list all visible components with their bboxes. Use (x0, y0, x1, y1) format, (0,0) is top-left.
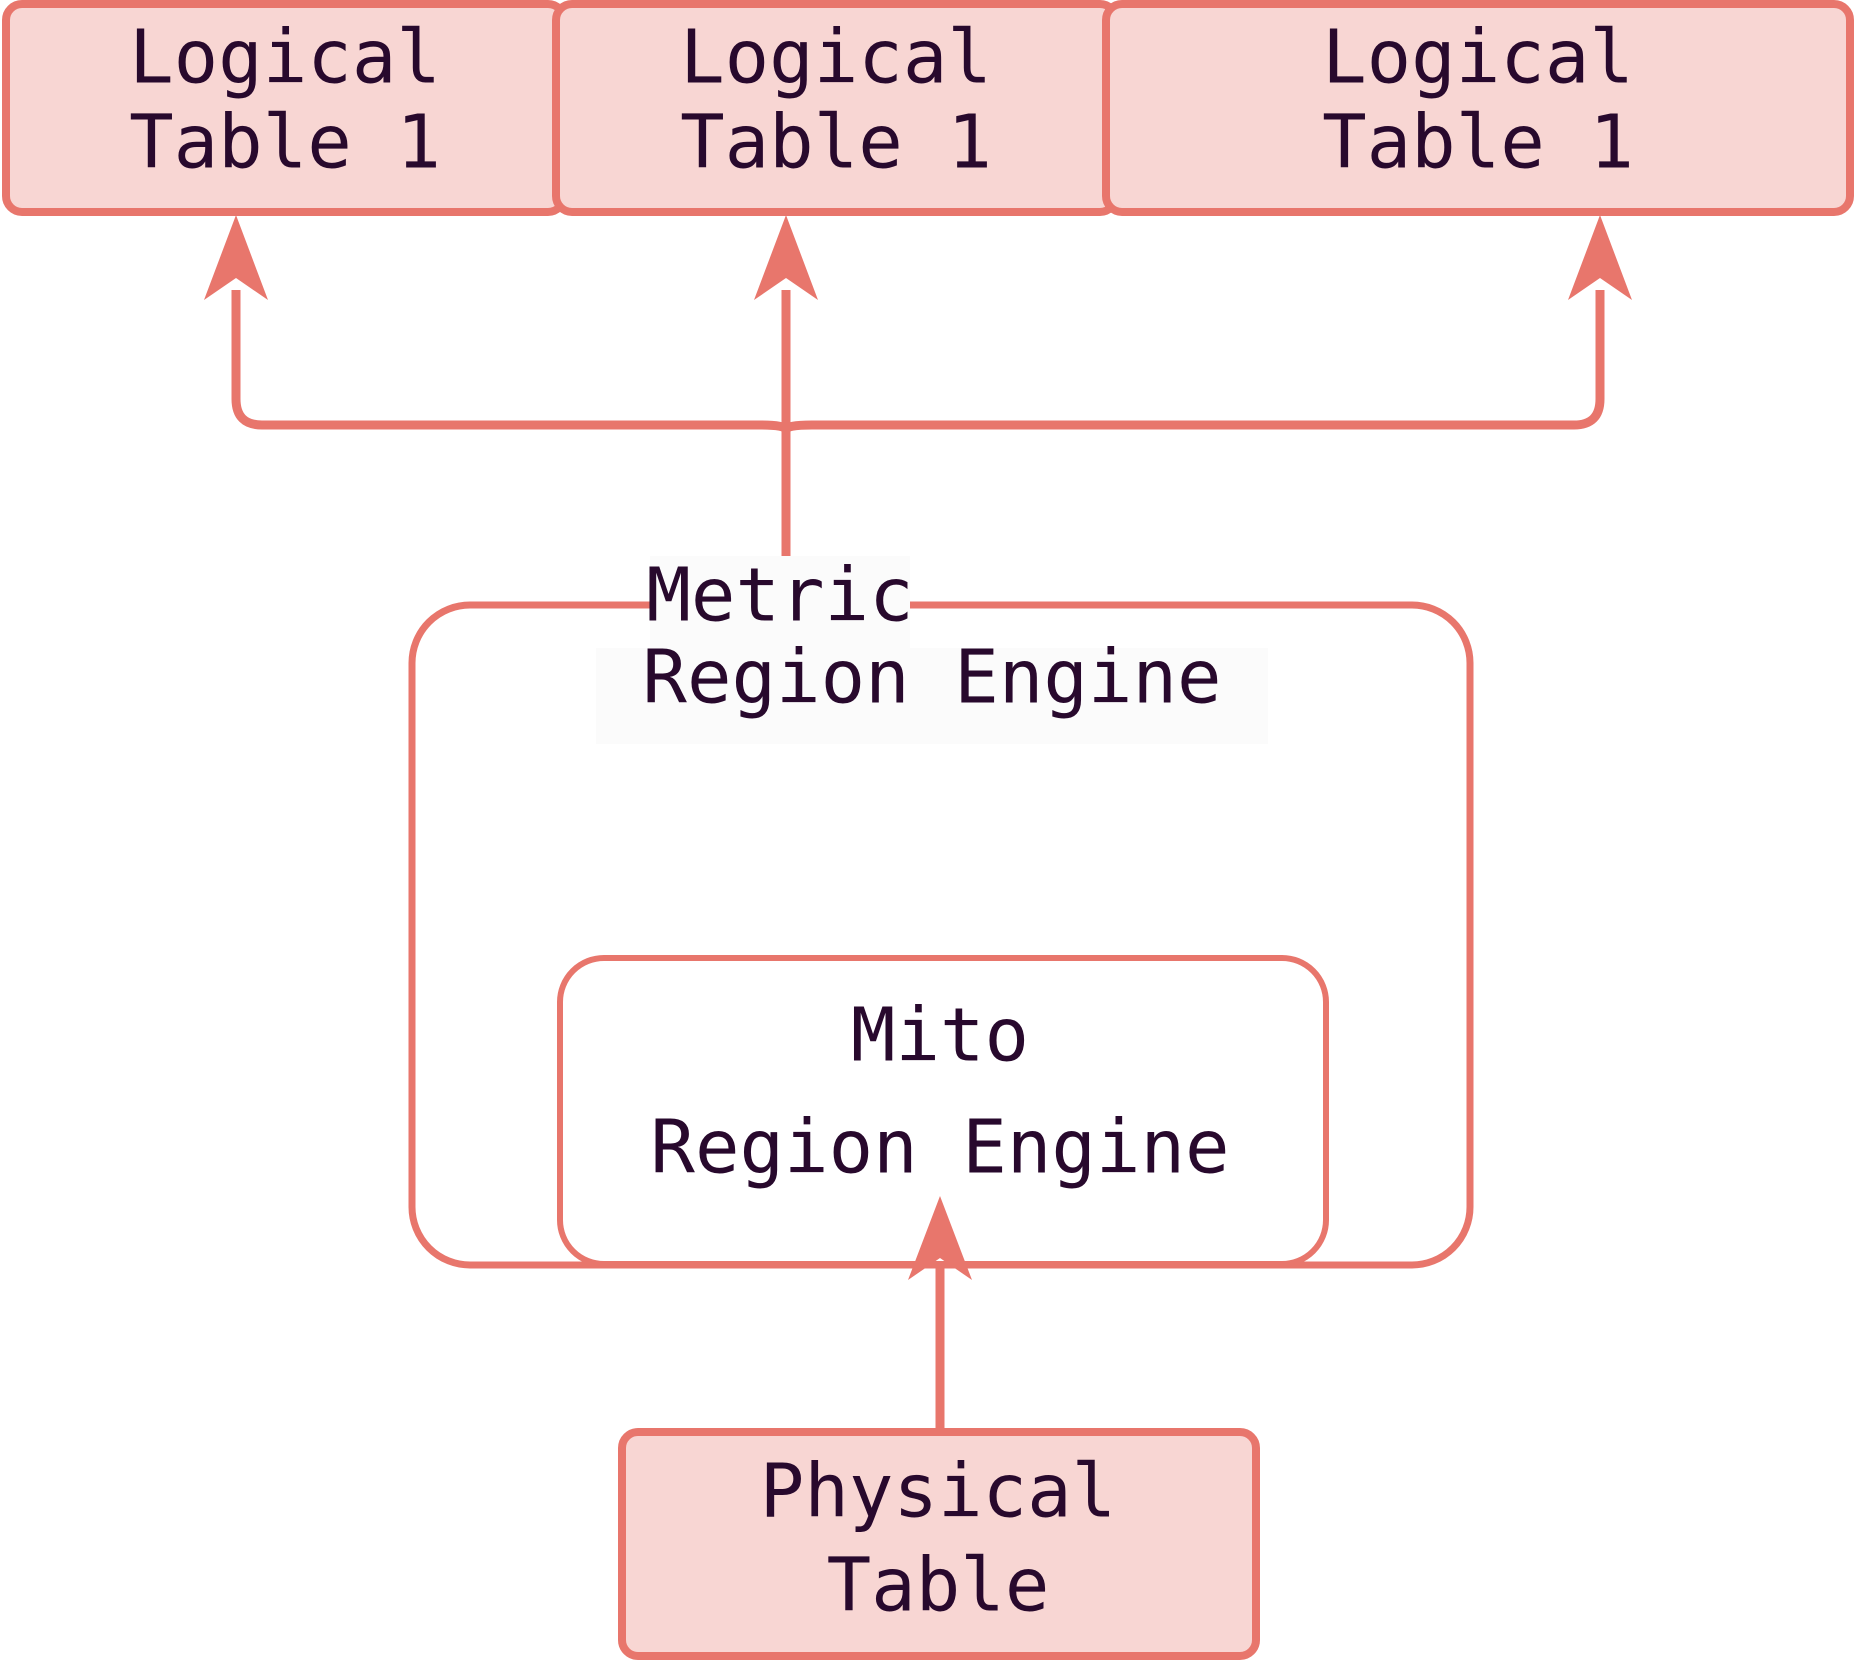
metric-region-engine-node[interactable]: Metric Region Engine Mito Region Engine (408, 553, 1474, 1269)
mito-region-engine-box[interactable] (557, 955, 1329, 1267)
mito-region-engine-node[interactable]: Mito Region Engine (557, 955, 1329, 1267)
logical-table-3-label-line1: Logical (1322, 15, 1634, 101)
physical-table-label-line2: Table (827, 1543, 1050, 1629)
arrow-head-logical-table-1 (204, 215, 268, 300)
logical-table-1-label-line1: Logical (129, 15, 441, 101)
connector-bus-right (781, 290, 1605, 433)
logical-table-1-node[interactable]: Logical Table 1 (2, 0, 568, 216)
mito-region-engine-label-line1: Mito (851, 993, 1029, 1079)
connector-bus-left (231, 290, 791, 433)
logical-table-1-label-line2: Table 1 (129, 100, 441, 186)
logical-table-2-label-line2: Table 1 (680, 100, 992, 186)
mito-region-engine-label-line2: Region Engine (650, 1105, 1229, 1191)
physical-table-box[interactable] (618, 1428, 1260, 1660)
metric-region-engine-label-line2: Region Engine (642, 635, 1221, 721)
logical-table-2-label-line1: Logical (680, 15, 992, 101)
arrow-head-logical-table-3 (1568, 215, 1632, 300)
logical-table-3-node[interactable]: Logical Table 1 (1102, 0, 1854, 216)
metric-label-line1-backdrop (650, 556, 910, 652)
metric-region-engine-label-line1: Metric (646, 553, 913, 639)
logical-table-3-box[interactable] (1102, 0, 1854, 216)
physical-table-node[interactable]: Physical Table (618, 1428, 1260, 1660)
logical-table-3-label-line2: Table 1 (1322, 100, 1634, 186)
connector-group (204, 215, 1632, 1432)
arrow-head-logical-table-2 (754, 215, 818, 300)
metric-label-line2-backdrop (596, 648, 1268, 744)
physical-table-label-line1: Physical (760, 1449, 1116, 1535)
logical-table-2-node[interactable]: Logical Table 1 (552, 0, 1120, 216)
arrow-head-mito-region-engine (908, 1196, 972, 1280)
